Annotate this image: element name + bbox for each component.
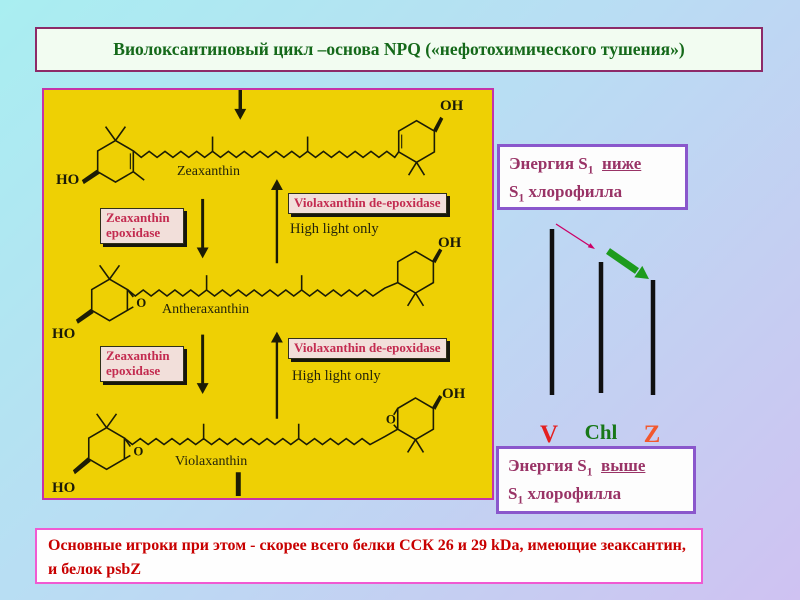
energy-note-line2: S1 хлорофилла bbox=[509, 182, 623, 205]
molecule-label-zeaxanthin: Zeaxanthin bbox=[177, 164, 240, 179]
label-zeaxanthin-Z: Z bbox=[644, 421, 661, 448]
molecule-label-violaxanthin: Violaxanthin bbox=[175, 454, 248, 469]
slide-title: Виолоксантиновый цикл –основа NPQ («нефо… bbox=[113, 39, 685, 59]
energy-note-s1-higher: Энергия S1 выше S1 хлорофилла bbox=[496, 446, 696, 514]
violaxanthin-structure bbox=[72, 395, 443, 475]
label-chlorophyll-Chl: Chl bbox=[585, 420, 618, 444]
oh-label-3: OH bbox=[442, 386, 466, 402]
cycle-structures-svg: O O O bbox=[72, 90, 444, 497]
epoxidase-down-arrow-1-icon bbox=[196, 198, 209, 259]
energy-note-line2: S1 хлорофилла bbox=[508, 484, 622, 507]
antheraxanthin-structure bbox=[75, 248, 443, 324]
energy-level-panel: V Chl Z bbox=[520, 215, 700, 450]
enzyme-box-violaxanthin-deepoxidase-1: Violaxanthin de-epoxidase bbox=[288, 193, 447, 214]
label-violaxanthin-V: V bbox=[540, 421, 558, 448]
transfer-arrow-icon bbox=[606, 248, 649, 279]
energy-note-s1-lower: Энергия S1 ниже S1 хлорофилла bbox=[497, 144, 688, 210]
energy-note-line1: Энергия S1 ниже bbox=[509, 154, 642, 177]
oh-label-2: OH bbox=[438, 235, 462, 251]
cycle-entry-arrow-icon bbox=[234, 90, 247, 120]
energy-levels-svg: V Chl Z bbox=[540, 223, 661, 448]
enzyme-box-zeaxanthin-epoxidase-2: Zeaxanthin epoxidase bbox=[100, 346, 184, 382]
energy-note-line1: Энергия S1 выше bbox=[508, 456, 646, 479]
epoxide-o-violaxanthin-right: O bbox=[386, 413, 396, 427]
footer-note: Основные игроки при этом - скорее всего … bbox=[35, 528, 703, 584]
ho-label-1: HO bbox=[56, 172, 80, 188]
zeaxanthin-structure bbox=[81, 116, 444, 185]
ho-label-3: HO bbox=[52, 480, 76, 496]
ho-label-2: HO bbox=[52, 326, 76, 342]
epoxide-o-antheraxanthin: O bbox=[136, 296, 146, 310]
deepoxidase-up-arrow-2-icon bbox=[270, 331, 283, 419]
epoxidase-down-arrow-2-icon bbox=[196, 334, 209, 395]
loss-arrow-icon bbox=[555, 223, 595, 249]
footer-text: Основные игроки при этом - скорее всего … bbox=[48, 537, 686, 578]
molecule-label-antheraxanthin: Antheraxanthin bbox=[162, 302, 250, 317]
enzyme-box-violaxanthin-deepoxidase-2: Violaxanthin de-epoxidase bbox=[288, 338, 447, 359]
slide-title-box: Виолоксантиновый цикл –основа NPQ («нефо… bbox=[35, 27, 763, 72]
high-light-only-label-1: High light only bbox=[290, 221, 379, 237]
enzyme-box-zeaxanthin-epoxidase-1: Zeaxanthin epoxidase bbox=[100, 208, 184, 244]
high-light-only-label-2: High light only bbox=[292, 368, 381, 384]
oh-label-1: OH bbox=[440, 98, 464, 114]
epoxide-o-violaxanthin-left: O bbox=[133, 444, 143, 458]
xanthophyll-cycle-diagram: O O O Zeaxanthin epoxidase Violaxanthin … bbox=[42, 88, 494, 500]
deepoxidase-up-arrow-1-icon bbox=[270, 179, 283, 264]
